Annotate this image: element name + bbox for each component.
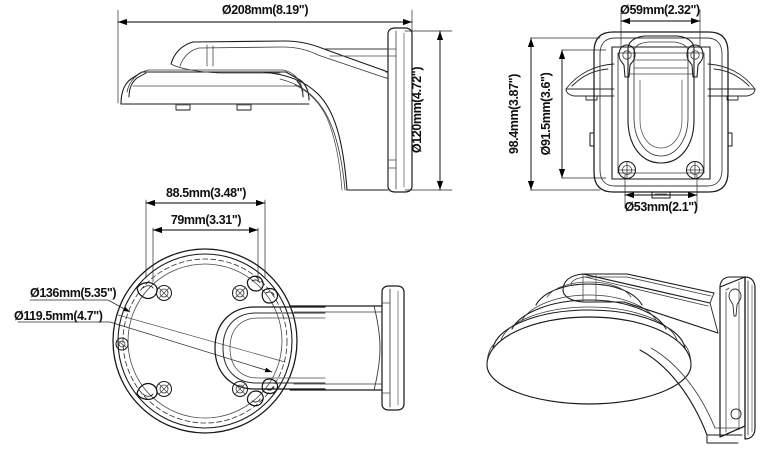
dim-plan-dia-outer: Ø136mm(5.35") bbox=[30, 286, 116, 300]
view-isometric bbox=[486, 273, 756, 444]
dim-plate-width-bottom: Ø53mm(2.1") bbox=[624, 200, 697, 214]
dim-side-plate-height: Ø120mm(4.72") bbox=[410, 67, 424, 153]
dim-side-overall-length: Ø208mm(8.19") bbox=[222, 3, 308, 17]
dim-plan-dia-inner: Ø119.5mm(4.7") bbox=[14, 309, 103, 323]
dim-plate-height-inner: Ø91.5mm(3.6") bbox=[539, 72, 553, 155]
dim-plan-width-outer: 88.5mm(3.48") bbox=[166, 186, 246, 200]
dim-plate-width-top: Ø59mm(2.32") bbox=[620, 3, 700, 17]
view-front-plate bbox=[527, 9, 756, 209]
view-side-elevation bbox=[117, 9, 453, 193]
dim-plan-width-inner: 79mm(3.31") bbox=[171, 213, 242, 227]
dim-plate-height-outer: 98.4mm(3.87") bbox=[507, 74, 521, 154]
view-bottom-plan bbox=[17, 199, 405, 434]
